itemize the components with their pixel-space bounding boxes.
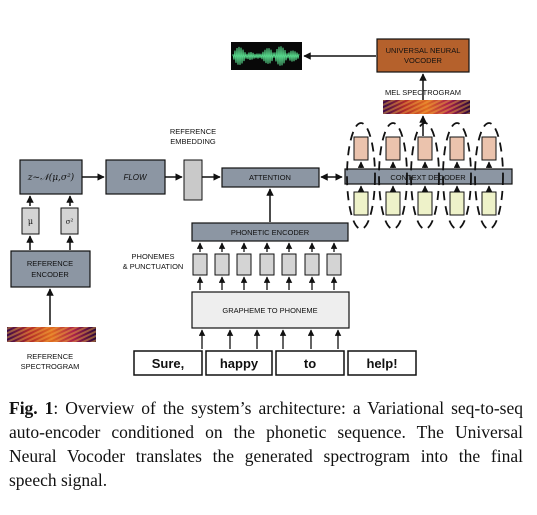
phoneme-box	[304, 253, 320, 276]
latent-label: z~𝒩(μ,σ²)	[27, 172, 75, 183]
phoneme-boxes	[192, 242, 342, 290]
decoder-bottom-cell	[385, 191, 401, 216]
phonemes-label-line1: PHONEMES	[132, 252, 175, 261]
word-1: Sure,	[152, 356, 185, 371]
reference-spectrogram-image	[7, 327, 96, 342]
context-decoder-block: CONTEXT DECODER	[344, 168, 513, 185]
decoder-step-outline	[378, 122, 408, 230]
g2p-label: GRAPHEME TO PHONEME	[222, 306, 317, 315]
sigma2-label: σ²	[66, 218, 74, 226]
word-arrows	[198, 329, 342, 349]
decoder-step-outline	[346, 122, 376, 230]
decoder-bottom-cell	[417, 191, 433, 216]
reference-spectrogram-label-line2: SPECTROGRAM	[21, 362, 80, 371]
reference-encoder-label-line2: ENCODER	[31, 270, 69, 279]
decoder-cells	[346, 122, 504, 230]
attention-block: ATTENTION	[221, 167, 320, 188]
phoneme-box	[281, 253, 297, 276]
decoder-top-cell	[481, 136, 497, 161]
vocoder-label-line1: UNIVERSAL NEURAL	[386, 46, 461, 55]
caption-label: Fig. 1	[9, 398, 54, 418]
waveform-image	[231, 42, 302, 70]
word-4: help!	[366, 356, 397, 371]
phoneme-box	[214, 253, 230, 276]
mel-spectrogram-label: MEL SPECTROGRAM	[385, 88, 461, 97]
caption-text: : Overview of the system’s architecture:…	[9, 398, 523, 490]
decoder-step-outline	[442, 122, 472, 230]
decoder-step-outline	[410, 122, 440, 230]
vocoder-block: UNIVERSAL NEURAL VOCODER	[376, 38, 470, 73]
decoder-top-cell	[449, 136, 465, 161]
flow-label: FLOW	[123, 173, 148, 182]
reference-encoder-label-line1: REFERENCE	[27, 259, 73, 268]
vocoder-label-line2: VOCODER	[404, 56, 443, 65]
reference-encoder-block: REFERENCE ENCODER	[10, 250, 91, 288]
g2p-block: GRAPHEME TO PHONEME	[191, 291, 350, 329]
figure-caption: Fig. 1: Overview of the system’s archite…	[9, 396, 523, 492]
decoder-bottom-cell	[449, 191, 465, 216]
word-2: happy	[220, 356, 259, 371]
phoneme-box	[236, 253, 252, 276]
decoder-bottom-cell	[353, 191, 369, 216]
reference-embedding-label-line1: REFERENCE	[170, 127, 216, 136]
reference-spectrogram-label-line1: REFERENCE	[27, 352, 73, 361]
phonemes-label-line2: & PUNCTUATION	[123, 262, 184, 271]
phonetic-encoder-label: PHONETIC ENCODER	[231, 228, 310, 237]
decoder-top-cell	[385, 136, 401, 161]
decoder-top-cell	[353, 136, 369, 161]
word-3: to	[304, 356, 316, 371]
decoder-bottom-cell	[481, 191, 497, 216]
phoneme-box	[192, 253, 208, 276]
phonetic-encoder-block: PHONETIC ENCODER	[191, 222, 349, 242]
word-boxes: Sure, happy to help!	[133, 350, 417, 376]
reference-embedding-box	[183, 159, 203, 201]
flow-block: FLOW	[105, 159, 166, 195]
sigma2-box: σ²	[60, 207, 79, 235]
mel-spectrogram-image	[383, 100, 470, 114]
latent-block: z~𝒩(μ,σ²)	[19, 159, 83, 195]
phoneme-box	[259, 253, 275, 276]
decoder-step-outline	[474, 122, 504, 230]
decoder-top-cell	[417, 136, 433, 161]
phoneme-box	[326, 253, 342, 276]
attention-label: ATTENTION	[249, 173, 291, 182]
context-decoder-label: CONTEXT DECODER	[390, 173, 466, 182]
architecture-diagram: UNIVERSAL NEURAL VOCODER MEL SPECTROGRAM…	[7, 38, 513, 376]
mu-box: μ	[21, 207, 40, 235]
mu-label: μ	[28, 217, 33, 226]
reference-embedding-label-line2: EMBEDDING	[170, 137, 216, 146]
